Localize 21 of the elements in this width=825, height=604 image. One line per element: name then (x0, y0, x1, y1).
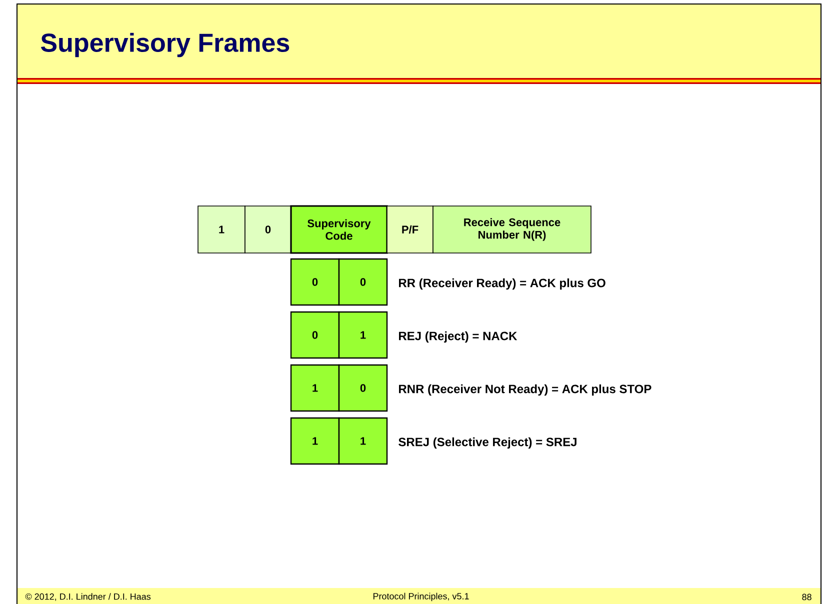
footer-text: Protocol Principles, v5.1 (373, 592, 469, 602)
bit-cell: 0 (290, 258, 340, 306)
code-meaning: SREJ (Selective Reject) = SREJ (398, 437, 576, 449)
bit-cell: 1 (338, 417, 388, 465)
slide-title: Supervisory Frames (40, 32, 290, 58)
field-cell: 0 (244, 206, 292, 254)
bit-cell: 1 (290, 417, 340, 465)
field-cell: P/F (386, 206, 434, 254)
field-cell: Receive Sequence Number N(R) (432, 206, 592, 254)
field-cell: Supervisory Code (290, 205, 388, 254)
bit-cell: 1 (338, 311, 388, 359)
bit-cell: 0 (338, 364, 388, 412)
code-meaning: REJ (Reject) = NACK (399, 331, 518, 343)
bit-cell: 0 (290, 311, 340, 359)
footer-text: 88 (802, 594, 812, 600)
code-meaning: RNR (Receiver Not Ready) = ACK plus STOP (399, 384, 652, 396)
footer-text: © 2012, D.I. Lindner / D.I. Haas (25, 593, 151, 601)
field-cell: 1 (198, 206, 246, 254)
code-meaning: RR (Receiver Ready) = ACK plus GO (399, 278, 606, 290)
bit-cell: 0 (338, 258, 388, 306)
bit-cell: 1 (290, 364, 340, 412)
